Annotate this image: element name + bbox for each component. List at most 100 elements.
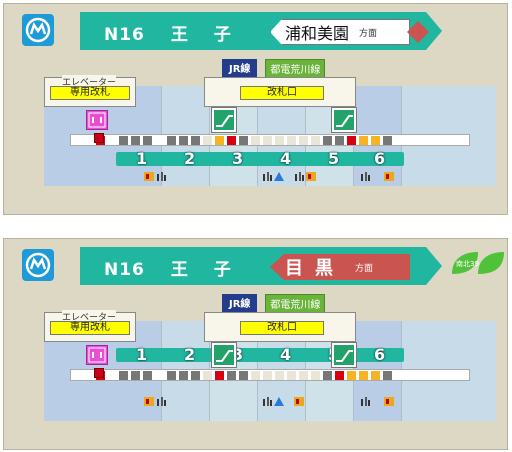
transfer-lines: JR線 都電荒川線: [222, 59, 326, 78]
train-car: [239, 136, 248, 145]
train-car: [227, 136, 236, 145]
car-number: 3: [232, 345, 244, 364]
train-car: [131, 371, 140, 380]
train-car: [179, 371, 188, 380]
train-car: [227, 371, 236, 380]
car-number: 2: [184, 345, 196, 364]
train-car: [299, 371, 308, 380]
jr-line-badge: JR線: [222, 294, 258, 313]
car-number: 3: [232, 149, 244, 168]
train-car: [383, 136, 392, 145]
wheelchair-icon: [263, 172, 272, 181]
train-car: [131, 136, 140, 145]
wheelchair-icon: [157, 397, 166, 406]
train-car: [287, 136, 296, 145]
navigation-badge[interactable]: 南北39: [450, 250, 506, 282]
toden-line-badge: 都電荒川線: [265, 294, 326, 313]
car-number-band: [116, 152, 404, 166]
direction-label: 方面: [355, 263, 374, 274]
accessible-toilet-icon: [306, 172, 316, 181]
wheelchair-icon: [295, 172, 304, 181]
car-number: 6: [374, 345, 386, 364]
car-number: 1: [136, 345, 148, 364]
train-car: [215, 371, 224, 380]
train-car: [275, 371, 284, 380]
train-car: [191, 136, 200, 145]
train-car: [287, 371, 296, 380]
leaf-badge-icon: [452, 252, 504, 274]
train-car: [299, 136, 308, 145]
badge-text: 南北39: [456, 260, 479, 268]
train-car: [263, 371, 272, 380]
train-car: [119, 136, 128, 145]
train-car: [371, 371, 380, 380]
car-number: 4: [280, 345, 292, 364]
accessible-toilet-icon: [384, 172, 394, 181]
jr-line-badge: JR線: [222, 59, 258, 78]
elevator-position-marker: [94, 133, 104, 143]
train-car: [179, 136, 188, 145]
accessible-toilet-icon: [294, 397, 304, 406]
train-car: [275, 136, 284, 145]
train-car: [251, 136, 260, 145]
elevator-gate-label: 専用改札: [50, 321, 130, 335]
direction-label: 方面: [359, 28, 378, 39]
accessible-toilet-icon: [144, 397, 154, 406]
wheelchair-icon: [361, 172, 370, 181]
train-car: [335, 371, 344, 380]
escalator-icon: [331, 107, 357, 133]
train-car: [323, 371, 332, 380]
train-car: [215, 136, 224, 145]
barrier-free-icon: [274, 397, 284, 406]
train-car: [239, 371, 248, 380]
train-cars: [70, 134, 470, 146]
metro-logo-icon: [22, 249, 54, 281]
train-car: [119, 371, 128, 380]
train-car: [371, 136, 380, 145]
train-cars: [70, 369, 470, 381]
gate-label: 改札口: [240, 321, 324, 335]
wheelchair-icon: [361, 397, 370, 406]
train-car: [191, 371, 200, 380]
train-car: [203, 136, 212, 145]
metro-logo-icon: [22, 14, 54, 46]
train-car: [167, 136, 176, 145]
train-car: [251, 371, 260, 380]
train-car: [167, 371, 176, 380]
escalator-icon: [211, 342, 237, 368]
train-car: [323, 136, 332, 145]
elevator-caption: エレベーター: [62, 310, 117, 323]
train-car: [347, 371, 356, 380]
platform-map: エレベーター 専用改札 改札口 1 2 3 4 5 6: [44, 310, 496, 421]
car-number-band: [116, 348, 404, 362]
train-car: [311, 136, 320, 145]
platform-map: エレベーター 専用改札 改札口 1 2 3 4 5 6: [44, 75, 496, 186]
train-car: [263, 136, 272, 145]
toden-line-badge: 都電荒川線: [265, 59, 326, 78]
train-car: [311, 371, 320, 380]
car-number: 2: [184, 149, 196, 168]
direction-diamond-icon: [407, 21, 429, 43]
car-number: 1: [136, 149, 148, 168]
barrier-free-icon: [274, 172, 284, 181]
wheelchair-icon: [157, 172, 166, 181]
transfer-lines: JR線 都電荒川線: [222, 294, 326, 313]
car-number: 6: [374, 149, 386, 168]
elevator-icon: [86, 345, 108, 365]
destination-box: 目黒 方面: [270, 254, 410, 280]
elevator-position-marker: [94, 368, 104, 378]
accessible-toilet-icon: [384, 397, 394, 406]
train-car: [347, 136, 356, 145]
train-car: [143, 136, 152, 145]
elevator-icon: [86, 110, 108, 130]
escalator-icon: [211, 107, 237, 133]
car-number: 4: [280, 149, 292, 168]
wheelchair-icon: [263, 397, 272, 406]
train-car: [359, 136, 368, 145]
